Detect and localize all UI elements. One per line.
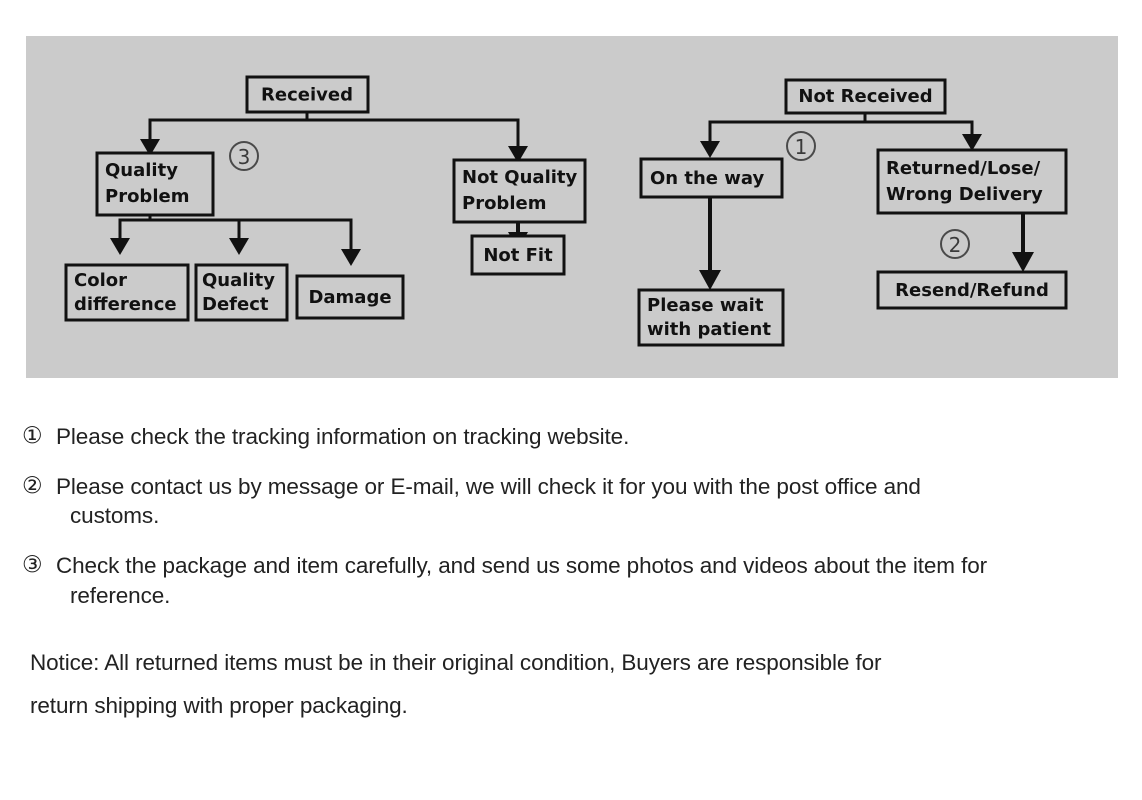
node-not-received-label: Not Received (798, 86, 932, 107)
note-3-marker: ③ (22, 552, 43, 579)
node-not-received: Not Received (784, 78, 947, 115)
note-3-text: Check the package and item carefully, an… (56, 551, 1120, 610)
connector-qualityproblem-split (110, 215, 361, 266)
node-color-difference: Color difference (64, 263, 190, 322)
node-quality-problem-label-line1: Quality (105, 160, 178, 181)
connector-notreceived-split (700, 113, 982, 158)
marker-1: 1 (786, 131, 816, 161)
note-item-1: ① Please check the tracking information … (0, 422, 1142, 452)
node-resend-refund: Resend/Refund (876, 270, 1068, 310)
flowchart-svg: Received Quality Problem 3 Not Quality P… (64, 75, 1068, 347)
marker-3-number: 3 (238, 145, 251, 169)
node-not-quality-problem-label-line1: Not Quality (462, 167, 578, 188)
node-on-the-way: On the way (639, 157, 784, 199)
node-quality-defect: Quality Defect (194, 263, 289, 322)
note-1-text: Please check the tracking information on… (56, 424, 630, 449)
node-returned-lose-wrong-delivery: Returned/Lose/ Wrong Delivery (876, 148, 1068, 215)
notes-section: ① Please check the tracking information … (0, 392, 1142, 728)
node-quality-problem: Quality Problem (95, 151, 215, 217)
note-3-text-line1: Check the package and item carefully, an… (56, 553, 988, 579)
note-item-3: ③ Check the package and item carefully, … (0, 551, 1142, 610)
node-returned-label-line1: Returned/Lose/ (886, 158, 1041, 179)
connector-returned-resend (1012, 213, 1034, 272)
marker-2-number: 2 (949, 233, 962, 257)
node-please-wait-label-line2: with patient (647, 319, 771, 340)
node-returned-label-line2: Wrong Delivery (886, 184, 1043, 205)
marker-2: 2 (940, 229, 970, 259)
node-not-fit: Not Fit (470, 234, 566, 276)
marker-1-number: 1 (795, 135, 808, 159)
note-3-text-line2: reference. (70, 582, 171, 608)
node-received: Received (245, 75, 370, 114)
node-quality-problem-label-line2: Problem (105, 186, 189, 207)
node-quality-defect-label-line2: Defect (202, 294, 269, 315)
note-2-text: Please contact us by message or E-mail, … (56, 472, 1120, 531)
note-2-text-line1: Please contact us by message or E-mail, … (56, 473, 921, 499)
node-not-quality-problem: Not Quality Problem (452, 158, 587, 224)
node-not-fit-label: Not Fit (483, 245, 553, 266)
node-not-quality-problem-label-line2: Problem (462, 193, 546, 214)
node-color-difference-label-line1: Color (74, 270, 127, 291)
node-please-wait: Please wait with patient (637, 288, 785, 347)
node-damage: Damage (295, 274, 405, 320)
note-2-marker: ② (22, 472, 43, 499)
note-item-2: ② Please contact us by message or E-mail… (0, 472, 1142, 531)
connector-received-split (140, 112, 528, 163)
connector-ontheway-pleasewait (699, 197, 721, 290)
note-2-text-line2: customs. (70, 503, 160, 529)
node-color-difference-label-line2: difference (74, 294, 177, 315)
notice-line-1: Notice: All returned items must be in th… (30, 650, 882, 676)
node-received-label: Received (261, 85, 353, 106)
node-resend-refund-label: Resend/Refund (895, 280, 1049, 301)
flowchart-panel: Received Quality Problem 3 Not Quality P… (26, 36, 1118, 378)
marker-3: 3 (229, 141, 259, 171)
notice-line-2: return shipping with proper packaging. (30, 693, 408, 719)
notice-block: Notice: All returned items must be in th… (0, 642, 1142, 728)
node-damage-label: Damage (308, 287, 391, 308)
node-please-wait-label-line1: Please wait (647, 295, 764, 316)
note-1-marker: ① (22, 423, 43, 449)
node-on-the-way-label: On the way (650, 168, 764, 189)
node-quality-defect-label-line1: Quality (202, 270, 275, 291)
